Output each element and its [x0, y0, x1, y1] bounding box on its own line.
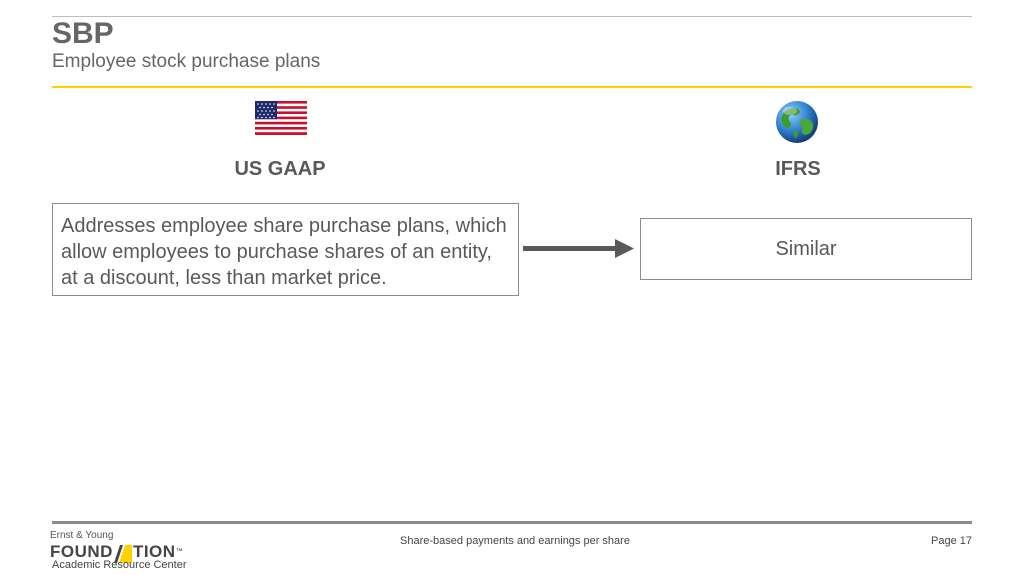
- ey-foundation-logo: Ernst & Young FOUND TION ™ Academic Reso…: [50, 530, 210, 572]
- us-gaap-heading: US GAAP: [234, 158, 326, 180]
- top-divider: [52, 16, 972, 17]
- globe-icon: [776, 101, 818, 143]
- us-gaap-text-box: Addresses employee share purchase plans,…: [52, 203, 519, 296]
- logo-triangle-icon: [113, 545, 132, 563]
- page-number: Page 17: [931, 535, 972, 547]
- ifrs-text-box: Similar: [640, 218, 972, 280]
- arrow-right-icon: [523, 239, 634, 258]
- logo-top-text: Ernst & Young: [50, 530, 114, 541]
- accent-divider: [52, 86, 972, 88]
- logo-main-part-b: TION: [132, 542, 176, 561]
- us-flag-icon: [255, 101, 307, 135]
- logo-sub-text: Academic Resource Center: [52, 559, 187, 571]
- page-title: SBP: [52, 17, 114, 50]
- logo-trademark: ™: [175, 548, 184, 555]
- logo-main-part-a: FOUND: [50, 542, 113, 561]
- bottom-divider: [52, 521, 972, 524]
- ifrs-text: Similar: [775, 237, 837, 260]
- ifrs-heading: IFRS: [775, 158, 821, 180]
- footer-title: Share-based payments and earnings per sh…: [400, 535, 630, 547]
- page-subtitle: Employee stock purchase plans: [52, 51, 321, 72]
- logo-main-text: FOUND TION ™: [50, 539, 183, 563]
